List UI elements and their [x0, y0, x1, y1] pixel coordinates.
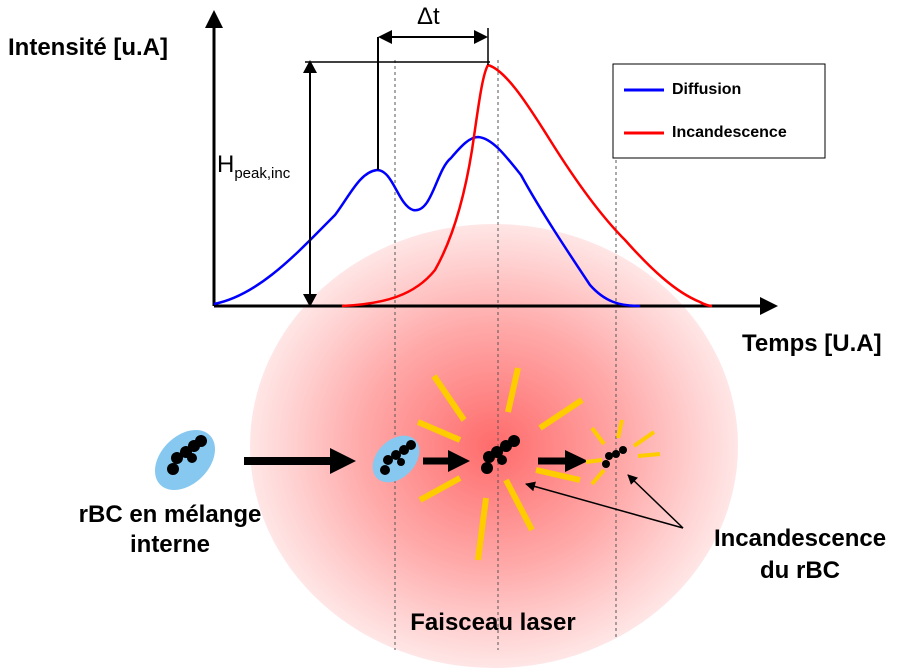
legend: Diffusion Incandescence	[612, 63, 826, 159]
diffusion-curve	[213, 135, 641, 308]
legend-diffusion-label: Diffusion	[672, 81, 741, 98]
h-peak-label: Hpeak,inc	[217, 151, 291, 182]
small-sparks	[585, 419, 661, 486]
transport-arrow-3	[538, 450, 588, 472]
incandescence-label-line2: du rBC	[760, 557, 840, 584]
laser-beam-label: Faisceau laser	[410, 609, 575, 636]
x-axis-arrowhead	[760, 297, 778, 315]
y-axis-arrowhead	[205, 10, 223, 28]
coated-rbc-label-line1: rBC en mélange	[79, 501, 262, 528]
coated-particle-in-beam	[372, 435, 420, 483]
laser-beam	[250, 224, 738, 668]
transport-arrow-1	[244, 448, 356, 474]
time-guides	[394, 60, 617, 650]
coated-rbc-label-line2: interne	[130, 531, 210, 558]
coated-particle-incoming	[154, 429, 216, 491]
delta-t-measure	[377, 28, 489, 170]
axes	[212, 25, 764, 308]
y-axis-label: Intensité [u.A]	[8, 34, 168, 61]
legend-incandescence-label: Incandescence	[672, 124, 787, 141]
delta-t-label: Δt	[417, 3, 440, 30]
small-rbc-particle	[602, 446, 627, 468]
incandescence-label-line1: Incandescence	[714, 525, 886, 552]
incandescence-sparks	[416, 367, 584, 561]
incandescence-pointers	[525, 474, 684, 529]
incandescence-curve	[341, 63, 713, 308]
transport-arrow-2	[423, 450, 470, 472]
bare-rbc-particle	[481, 435, 520, 474]
peak-height-measure	[303, 60, 490, 307]
x-axis-label: Temps [U.A]	[742, 330, 882, 357]
